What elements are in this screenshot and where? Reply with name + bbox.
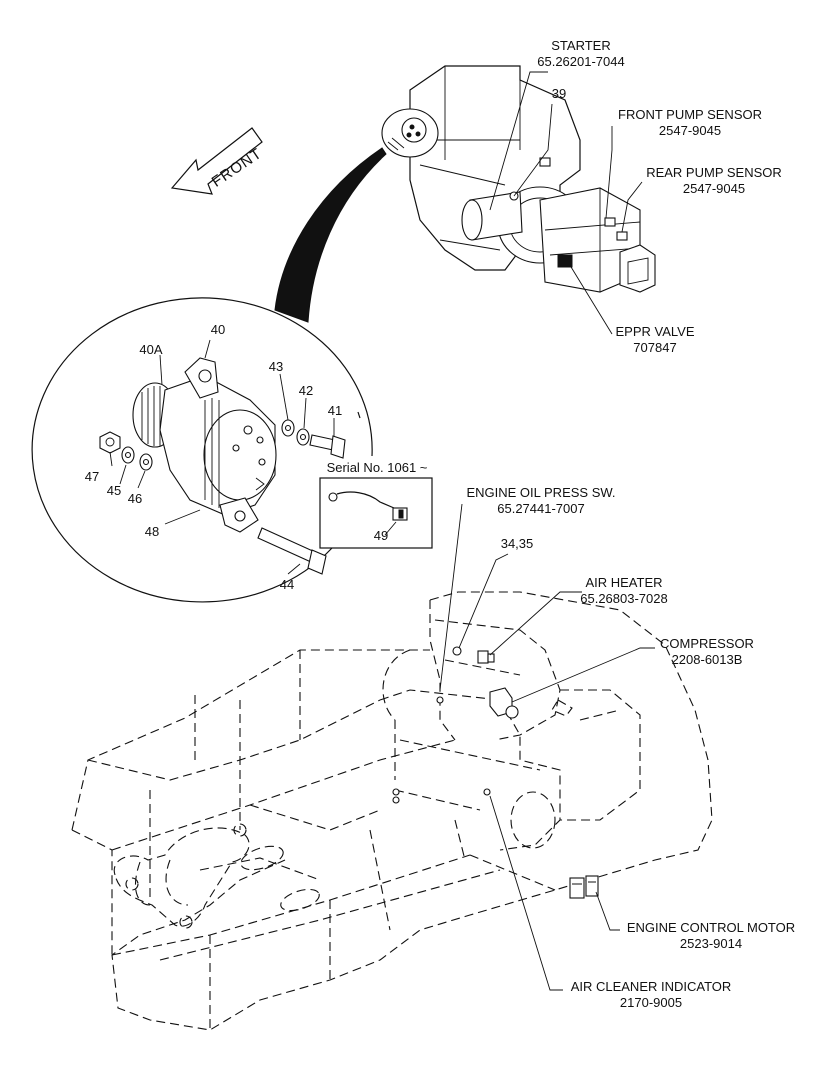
front-pump-sensor-name: FRONT PUMP SENSOR <box>618 107 762 122</box>
engine-oil-press-sw-name: ENGINE OIL PRESS SW. <box>466 485 615 500</box>
callout-46: 46 <box>128 491 142 506</box>
engine-control-motor-code: 2523-9014 <box>680 936 742 951</box>
starter-code: 65.26201-7044 <box>537 54 624 69</box>
front-arrow: FRONT <box>170 127 265 195</box>
callout-34-35: 34,35 <box>501 536 534 551</box>
air-cleaner-indicator-name: AIR CLEANER INDICATOR <box>571 979 732 994</box>
compressor-name: COMPRESSOR <box>660 636 754 651</box>
front-arrow-label: FRONT <box>209 145 265 191</box>
callout-48: 48 <box>145 524 159 539</box>
callout-43: 43 <box>269 359 283 374</box>
callout-47: 47 <box>85 469 99 484</box>
rear-pump-sensor-code: 2547-9045 <box>683 181 745 196</box>
engine-oil-press-sw-code: 65.27441-7007 <box>497 501 584 516</box>
callout-40: 40 <box>211 322 225 337</box>
callout-49: 49 <box>374 528 388 543</box>
callout-42: 42 <box>299 383 313 398</box>
engine-upper-drawing <box>381 65 656 293</box>
callout-44: 44 <box>280 577 294 592</box>
callout-45: 45 <box>107 483 121 498</box>
serial-box <box>319 477 433 549</box>
connector-sweep <box>274 147 387 323</box>
engine-control-motor-name: ENGINE CONTROL MOTOR <box>627 920 795 935</box>
starter-name: STARTER <box>551 38 610 53</box>
lower-machine-drawing <box>71 591 713 1031</box>
alternator-detail <box>31 297 373 603</box>
compressor-code: 2208-6013B <box>672 652 743 667</box>
callout-40a: 40A <box>139 342 162 357</box>
rear-pump-sensor-name: REAR PUMP SENSOR <box>646 165 782 180</box>
labels: STARTER 65.26201-7044 39 FRONT PUMP SENS… <box>85 38 795 1010</box>
callout-41: 41 <box>328 403 342 418</box>
front-pump-sensor-code: 2547-9045 <box>659 123 721 138</box>
callout-39: 39 <box>552 86 566 101</box>
air-heater-code: 65.26803-7028 <box>580 591 667 606</box>
air-heater-name: AIR HEATER <box>585 575 662 590</box>
eppr-valve-code: 707847 <box>633 340 676 355</box>
serial-box-label: Serial No. 1061 ~ <box>327 460 428 475</box>
eppr-valve-name: EPPR VALVE <box>616 324 695 339</box>
air-cleaner-indicator-code: 2170-9005 <box>620 995 682 1010</box>
leader-lines <box>439 71 655 991</box>
